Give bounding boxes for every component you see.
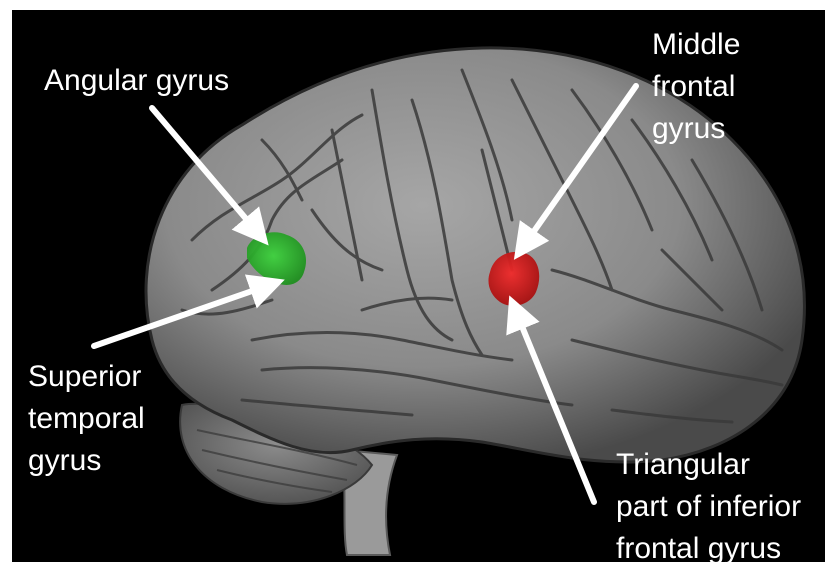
label-triangular-part: Triangular part of inferior frontal gyru… xyxy=(616,444,801,562)
brain-render-panel: Angular gyrus Middle frontal gyrus Super… xyxy=(12,10,825,562)
label-angular-gyrus: Angular gyrus xyxy=(44,60,229,102)
label-superior-temporal-gyrus: Superior temporal gyrus xyxy=(28,356,145,482)
label-middle-frontal-gyrus: Middle frontal gyrus xyxy=(652,24,740,150)
